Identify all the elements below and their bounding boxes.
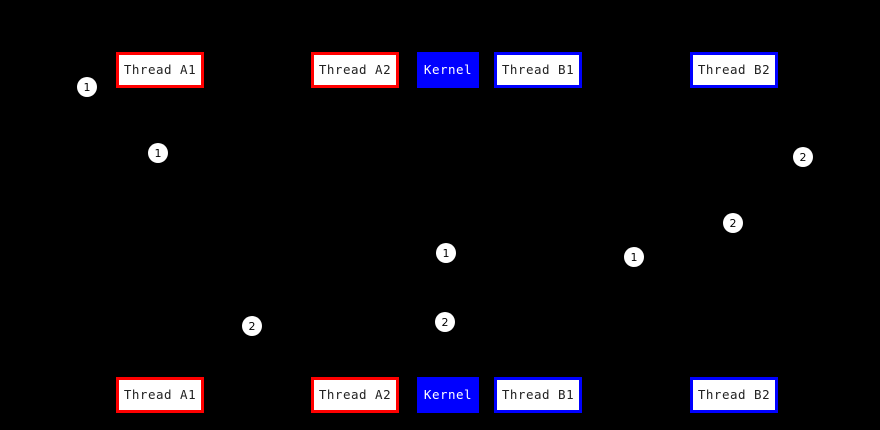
step-marker-msg-2: 1 — [148, 143, 168, 163]
participant-header-kernel[interactable]: Kernel — [417, 52, 479, 88]
lifeline-kernel — [448, 88, 449, 377]
participant-header-thread-a2[interactable]: Thread A2 — [311, 52, 399, 88]
step-marker-msg-3: 1 — [436, 243, 456, 263]
participant-footer-kernel[interactable]: Kernel — [417, 377, 479, 413]
step-marker-msg-1: 1 — [77, 77, 97, 97]
participant-footer-thread-a2[interactable]: Thread A2 — [311, 377, 399, 413]
participant-footer-thread-b1[interactable]: Thread B1 — [494, 377, 582, 413]
participant-label: Thread A2 — [318, 386, 392, 402]
lifeline-thread-b1 — [538, 88, 539, 377]
participant-label: Kernel — [423, 61, 473, 77]
step-marker-msg-5: 2 — [793, 147, 813, 167]
participant-label: Thread A1 — [123, 61, 197, 77]
participant-label: Thread B2 — [697, 386, 771, 402]
participant-label: Thread B2 — [697, 61, 771, 77]
participant-header-thread-b1[interactable]: Thread B1 — [494, 52, 582, 88]
participant-footer-thread-b2[interactable]: Thread B2 — [690, 377, 778, 413]
participant-label: Thread A1 — [123, 386, 197, 402]
participant-label: Thread B1 — [501, 386, 575, 402]
lifeline-thread-a2 — [355, 88, 356, 377]
step-marker-msg-4: 1 — [624, 247, 644, 267]
step-marker-msg-6: 2 — [723, 213, 743, 233]
step-marker-msg-7: 2 — [242, 316, 262, 336]
participant-header-thread-b2[interactable]: Thread B2 — [690, 52, 778, 88]
participant-label: Kernel — [423, 386, 473, 402]
lifeline-thread-a1 — [160, 88, 161, 377]
participant-footer-thread-a1[interactable]: Thread A1 — [116, 377, 204, 413]
step-marker-msg-8: 2 — [435, 312, 455, 332]
participant-header-thread-a1[interactable]: Thread A1 — [116, 52, 204, 88]
participant-label: Thread B1 — [501, 61, 575, 77]
participant-label: Thread A2 — [318, 61, 392, 77]
